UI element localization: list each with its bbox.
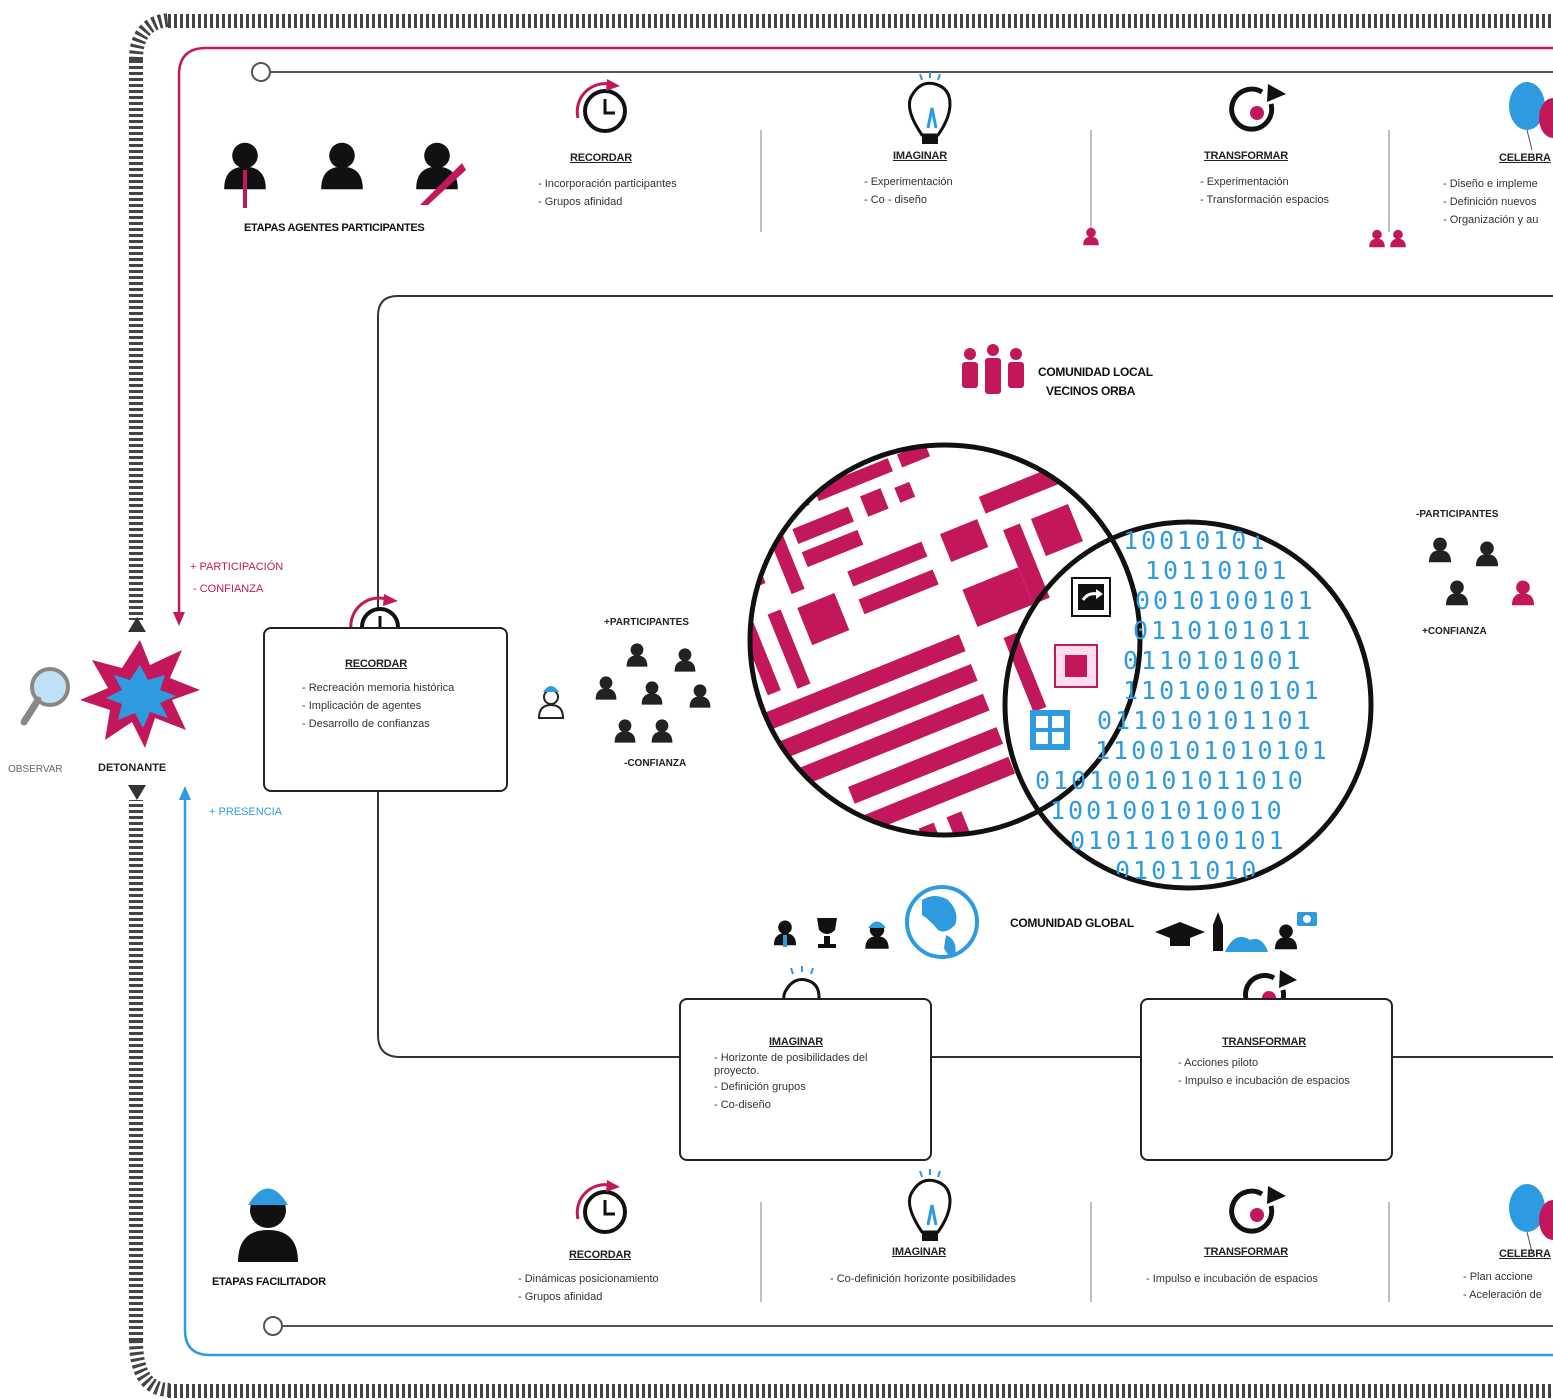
transformar-box bbox=[1140, 998, 1393, 1161]
transform-icon-top bbox=[1229, 84, 1286, 132]
participants-minus-label: -PARTICIPANTES bbox=[1416, 509, 1499, 520]
bottom-stage-2-title: IMAGINAR bbox=[892, 1246, 947, 1258]
clock-icon-top bbox=[575, 79, 627, 133]
binary-row: 1100101010101 bbox=[1095, 736, 1330, 765]
binary-row: 0110101001 bbox=[1123, 646, 1304, 675]
hatched-frame bbox=[129, 13, 1553, 1398]
participants-cluster bbox=[595, 643, 711, 743]
top-stage-2-list: - Experimentación- Co - diseño bbox=[864, 176, 953, 206]
magnifier-icon bbox=[20, 667, 70, 726]
local-community-icon bbox=[962, 344, 1024, 394]
binary-row: 0110101011 bbox=[1133, 616, 1314, 645]
top-stage-3-title: TRANSFORMAR bbox=[1204, 150, 1288, 162]
confidence-minus-label: -CONFIANZA bbox=[624, 758, 687, 769]
imaginar-box bbox=[679, 998, 932, 1161]
facilitator-icon bbox=[238, 1188, 298, 1262]
facilitator-label: ETAPAS FACILITADOR bbox=[212, 1276, 326, 1288]
bottom-stage-4-title: CELEBRA bbox=[1499, 1248, 1551, 1260]
top-stage-1-title: RECORDAR bbox=[570, 152, 632, 164]
bottom-stage-4-list: - Plan accione- Aceleración de bbox=[1463, 1271, 1542, 1301]
transformar-box-title: TRANSFORMAR bbox=[1222, 1036, 1306, 1048]
binary-row: 010110100101 bbox=[1070, 826, 1287, 855]
balloon-icon-bottom bbox=[1509, 1184, 1553, 1253]
balloon-icon-top bbox=[1509, 82, 1553, 151]
imaginar-box-title: IMAGINAR bbox=[769, 1036, 824, 1048]
urban-map-circle bbox=[750, 445, 1140, 835]
presence-line bbox=[183, 790, 1553, 1357]
grid-window-icon bbox=[1030, 710, 1070, 750]
bottom-stage-3-title: TRANSFORMAR bbox=[1204, 1246, 1288, 1258]
global-community-label: COMUNIDAD GLOBAL bbox=[1010, 916, 1134, 930]
transform-icon-bottom bbox=[1229, 1186, 1286, 1234]
binary-row: 10010101 bbox=[1123, 526, 1268, 555]
facilitator-small-icon bbox=[537, 686, 565, 719]
local-community-label-1: COMUNIDAD LOCAL bbox=[1038, 365, 1153, 379]
observe-label: OBSERVAR bbox=[8, 764, 63, 775]
binary-row: 1001001010010 bbox=[1050, 796, 1285, 825]
participation-line bbox=[177, 46, 1553, 620]
binary-row: 010100101011010 bbox=[1035, 766, 1306, 795]
confidence-label: - CONFIANZA bbox=[193, 583, 264, 595]
binary-row: 10110101 bbox=[1145, 556, 1290, 585]
top-stage-4-title: CELEBRA bbox=[1499, 152, 1551, 164]
binary-row: 011010101101 bbox=[1097, 706, 1314, 735]
bottom-stage-1-title: RECORDAR bbox=[569, 1249, 631, 1261]
bottom-stage-2-list: - Co-definición horizonte posibilidades bbox=[830, 1273, 1016, 1285]
top-stage-4-list: - Diseño e impleme- Definición nuevos- O… bbox=[1443, 178, 1539, 226]
bottom-stage-3-list: - Impulso e incubación de espacios bbox=[1146, 1273, 1318, 1285]
globe-icon bbox=[905, 885, 979, 959]
arrow-box-icon bbox=[1071, 577, 1111, 617]
local-community-label-2: VECINOS ORBA bbox=[1046, 384, 1136, 398]
agent-icons bbox=[224, 142, 466, 208]
recordar-box bbox=[263, 627, 508, 792]
binary-row: 0010100101 bbox=[1135, 586, 1316, 615]
transformar-box-list: - Acciones piloto- Impulso e incubación … bbox=[1178, 1057, 1350, 1087]
binary-row: 11010010101 bbox=[1123, 676, 1322, 705]
recordar-box-list: - Recreación memoria histórica- Implicac… bbox=[302, 682, 455, 730]
small-agent-icons-top bbox=[1083, 227, 1406, 248]
presence-label: + PRESENCIA bbox=[209, 806, 283, 818]
binary-row: 01011010 bbox=[1115, 856, 1260, 885]
top-stage-2-title: IMAGINAR bbox=[893, 150, 948, 162]
bottom-stage-1-list: - Dinámicas posicionamiento- Grupos afin… bbox=[518, 1273, 659, 1303]
lightbulb-icon-top bbox=[907, 72, 952, 144]
clock-icon-bottom bbox=[575, 1180, 627, 1234]
chip-icon bbox=[1054, 644, 1098, 688]
participants-plus-label: +PARTICIPANTES bbox=[604, 617, 689, 628]
lightbulb-icon-bottom bbox=[907, 1169, 952, 1241]
top-stage-3-list: - Experimentación- Transformación espaci… bbox=[1200, 176, 1329, 206]
top-stage-1-list: - Incorporación participantes- Grupos af… bbox=[538, 178, 677, 208]
participants-cluster-right bbox=[1428, 537, 1499, 606]
participation-label: + PARTICIPACIÓN bbox=[190, 561, 284, 573]
agents-label: ETAPAS AGENTES PARTICIPANTES bbox=[244, 222, 425, 234]
process-loop bbox=[377, 295, 1553, 628]
recordar-box-title: RECORDAR bbox=[345, 658, 407, 670]
imaginar-box-list: - Horizonte de posibilidades del proyect… bbox=[714, 1052, 868, 1111]
trigger-label: DETONANTE bbox=[98, 762, 167, 774]
confidence-plus-label: +CONFIANZA bbox=[1422, 626, 1487, 637]
global-agents-icons bbox=[773, 912, 1317, 952]
detonante-burst-icon bbox=[80, 640, 200, 748]
